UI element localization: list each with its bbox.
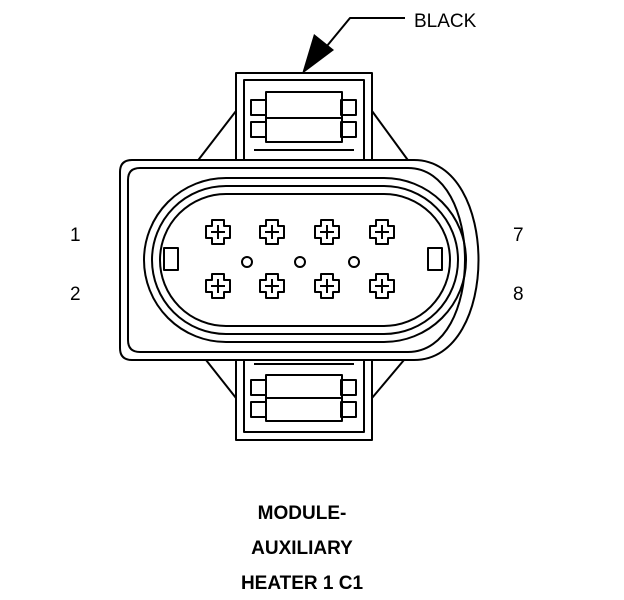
- pin-label-2: 2: [70, 284, 81, 305]
- connector-title-line-3: HEATER 1 C1: [240, 573, 364, 594]
- callout-arrowhead: [302, 34, 334, 74]
- housing-brace-lines: [195, 110, 411, 399]
- terminal-8: [369, 273, 395, 299]
- terminal-6: [314, 273, 340, 299]
- connector-title-line-1: MODULE-: [257, 503, 347, 524]
- terminal-7: [369, 219, 395, 245]
- pin-label-8: 8: [513, 284, 524, 305]
- connector-title-line-2: AUXILIARY: [251, 538, 353, 559]
- terminal-3: [259, 219, 285, 245]
- terminal-4: [259, 273, 285, 299]
- terminal-2: [205, 273, 231, 299]
- callout-leader-line: [321, 17, 405, 53]
- pin-label-1: 1: [70, 225, 81, 246]
- alignment-holes: [241, 256, 360, 268]
- terminal-cavities: [205, 219, 395, 299]
- terminal-1: [205, 219, 231, 245]
- keying-tabs: [163, 247, 443, 271]
- callout-color-label: BLACK: [414, 11, 477, 32]
- pin-label-7: 7: [513, 225, 524, 246]
- top-latch: [235, 72, 373, 174]
- terminal-5: [314, 219, 340, 245]
- connector-body: [119, 159, 480, 361]
